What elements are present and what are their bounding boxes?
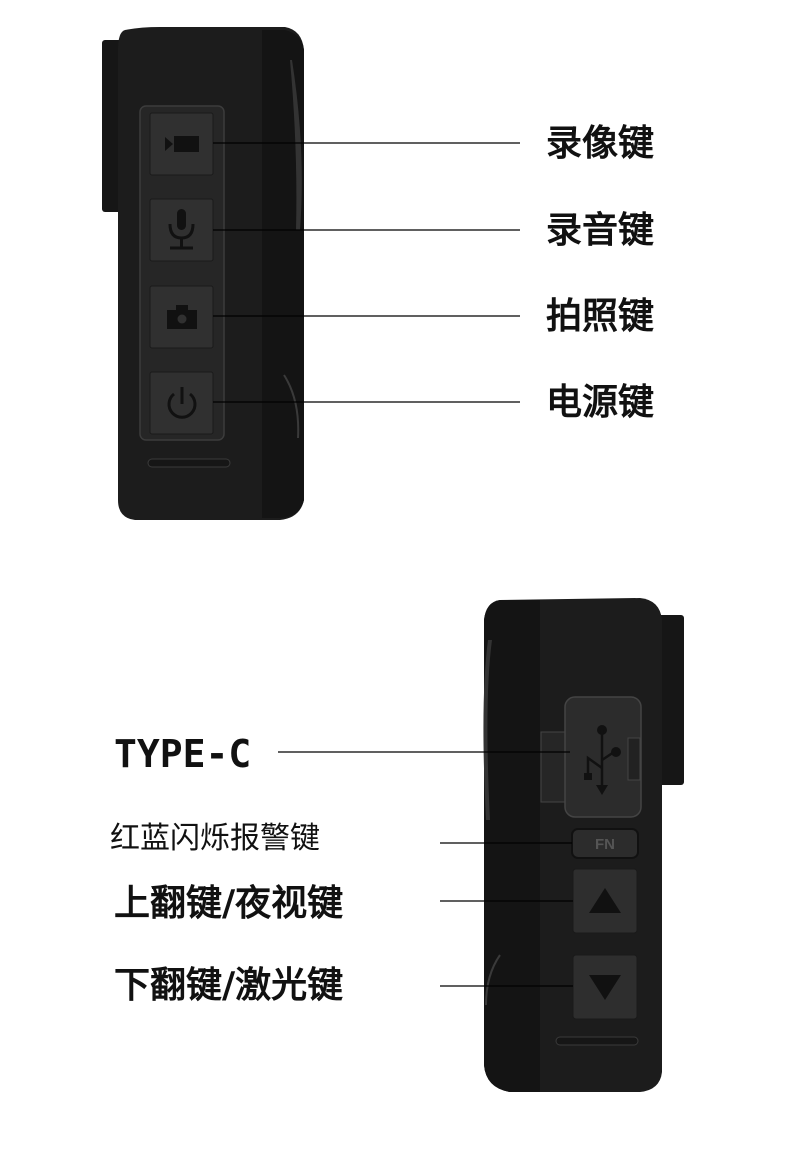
button-panel bbox=[139, 105, 225, 441]
power-icon bbox=[167, 387, 197, 419]
fn-button-label: FN bbox=[595, 836, 615, 853]
top-device bbox=[102, 27, 520, 520]
label-fn-alarm: 红蓝闪烁报警键 bbox=[110, 821, 320, 856]
label-record-video: 录像键 bbox=[546, 123, 655, 164]
usb-icon bbox=[584, 725, 621, 795]
label-up-night-vision: 上翻键/夜视键 bbox=[114, 883, 344, 924]
lanyard-seam bbox=[485, 954, 501, 1006]
down-arrow-icon bbox=[589, 975, 621, 1000]
label-record-audio: 录音键 bbox=[546, 210, 655, 251]
label-photo: 拍照键 bbox=[546, 296, 655, 337]
label-power: 电源键 bbox=[546, 382, 655, 423]
video-camera-icon bbox=[165, 136, 199, 152]
lens-edge bbox=[483, 640, 492, 820]
microphone-icon bbox=[168, 209, 195, 250]
label-down-laser: 下翻键/激光键 bbox=[114, 965, 344, 1006]
speaker-slot bbox=[147, 458, 231, 468]
bottom-device: FN bbox=[278, 598, 684, 1092]
top-callout-lines bbox=[213, 142, 520, 403]
speaker-slot bbox=[555, 1036, 639, 1046]
lens-side bbox=[262, 30, 304, 518]
label-type-c: TYPE-C bbox=[114, 732, 252, 776]
bottom-callout-lines bbox=[278, 751, 573, 987]
lens-edge bbox=[290, 60, 302, 230]
lens-side bbox=[484, 600, 540, 1092]
camera-icon bbox=[167, 305, 197, 329]
usb-cover-hinge bbox=[540, 731, 568, 803]
usb-cover-tab bbox=[627, 737, 641, 781]
belt-clip bbox=[658, 615, 684, 785]
lanyard-seam bbox=[283, 374, 300, 439]
up-arrow-icon bbox=[589, 888, 621, 913]
